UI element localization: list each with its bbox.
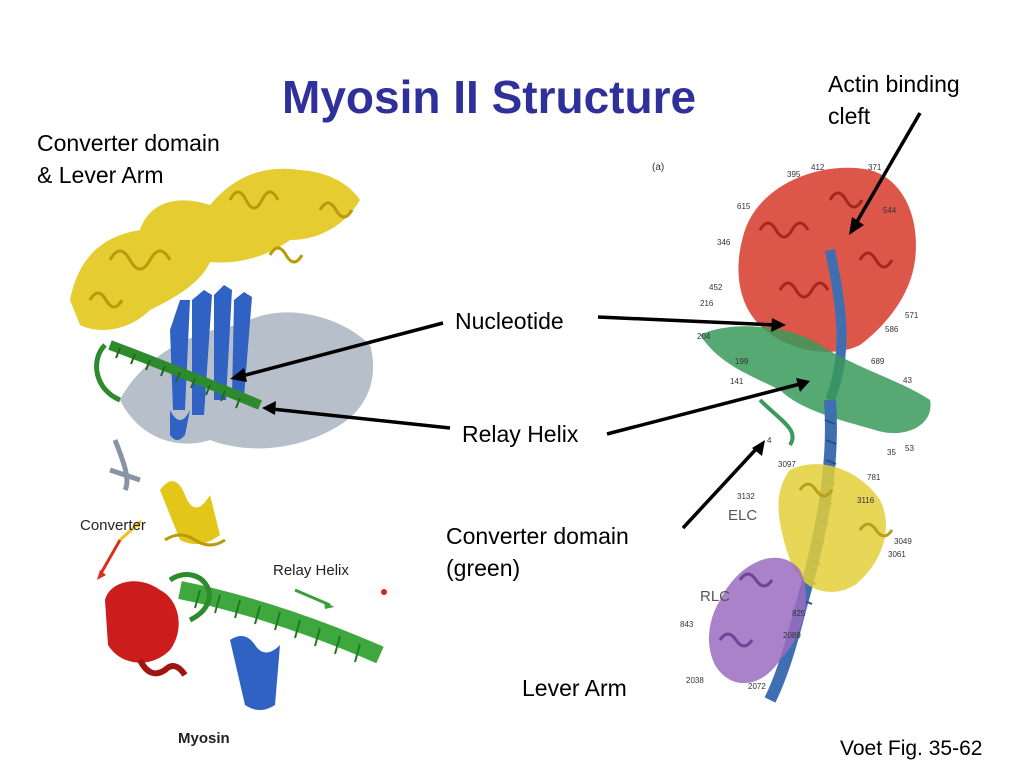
nucleotide-label: Nucleotide <box>455 308 564 334</box>
residue-number: 2089 <box>783 631 801 640</box>
residue-number: 3061 <box>888 550 906 559</box>
residue-number: 371 <box>868 163 882 172</box>
residue-number: 3097 <box>778 460 796 469</box>
actin-cleft-label: Actin binding cleft <box>828 68 960 132</box>
citation-label: Voet Fig. 35-62 <box>840 737 983 760</box>
yellow-domain <box>70 168 360 330</box>
inset-myosin-label: Myosin <box>178 730 230 747</box>
residue-number: 412 <box>811 163 825 172</box>
residue-number: 4 <box>767 436 772 445</box>
lever-helix <box>764 399 837 703</box>
right-myosin-structure <box>700 167 931 703</box>
residue-number: 586 <box>885 325 899 334</box>
converter-lever-line-1: Converter domain <box>37 130 220 156</box>
residue-number: 141 <box>730 377 744 386</box>
actin-cleft-line-2: cleft <box>828 103 871 130</box>
residue-number: 843 <box>680 620 694 629</box>
residue-number: 199 <box>735 357 749 366</box>
actin-cleft-line-1: Actin binding <box>828 71 960 97</box>
residue-number: 825 <box>792 609 806 618</box>
converter-green <box>700 326 931 434</box>
arrowheads <box>230 217 864 456</box>
residue-number: 452 <box>709 283 723 292</box>
residue-number: 689 <box>871 357 885 366</box>
residue-number: 53 <box>905 444 914 453</box>
residue-number: 2038 <box>686 676 704 685</box>
residue-number: 2072 <box>748 682 766 691</box>
residue-number: 544 <box>883 206 897 215</box>
left-myosin-structure <box>70 168 374 492</box>
residue-number: 204 <box>697 332 711 341</box>
residue-number: 3116 <box>857 496 875 505</box>
residue-number: 43 <box>903 376 912 385</box>
converter-lever-line-2: & Lever Arm <box>37 162 164 189</box>
residue-number: 781 <box>867 473 881 482</box>
residue-number: 35 <box>887 448 896 457</box>
elc-region <box>778 464 886 592</box>
converter-lever-label: Converter domain & Lever Arm <box>37 127 220 191</box>
slide-title: Myosin II Structure <box>282 71 697 123</box>
converter-green-line-1: Converter domain <box>446 523 629 549</box>
inset-structure <box>97 481 387 710</box>
residue-number: 615 <box>737 202 751 211</box>
elc-label: ELC <box>728 507 758 524</box>
annotation-arrows <box>237 112 922 530</box>
inset-relay-helix-label: Relay Helix <box>273 562 349 579</box>
rlc-region <box>708 557 807 684</box>
residue-number: 571 <box>905 311 919 320</box>
rlc-label: RLC <box>700 588 731 605</box>
lever-arm-label: Lever Arm <box>522 675 627 701</box>
residue-number: 395 <box>787 170 801 179</box>
residue-number: 346 <box>717 238 731 247</box>
inset-converter-label: Converter <box>80 517 146 534</box>
converter-green-line-2: (green) <box>446 555 521 582</box>
residue-number: 3049 <box>894 537 912 546</box>
panel-label: (a) <box>652 162 665 173</box>
relay-helix-label: Relay Helix <box>462 421 579 447</box>
converter-green-label: Converter domain (green) <box>446 520 629 584</box>
residue-number: 3132 <box>737 492 755 501</box>
residue-number: 216 <box>700 299 714 308</box>
